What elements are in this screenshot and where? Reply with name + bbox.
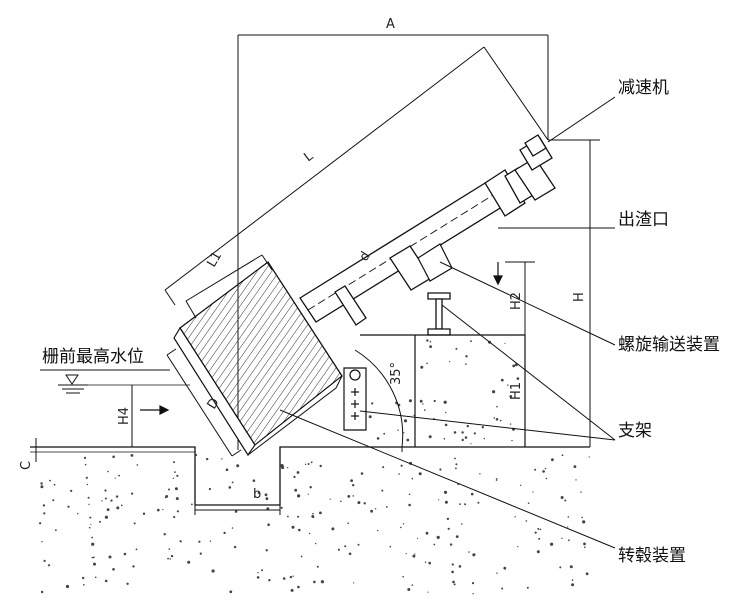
dim-L-text: L — [301, 148, 316, 165]
support-stand — [428, 293, 450, 335]
dim-H-text: H — [572, 292, 587, 302]
dim-angle-text: 35° — [389, 362, 404, 385]
dim-H2 — [505, 262, 535, 335]
water-level-symbol — [58, 375, 88, 393]
dim-b — [195, 505, 280, 515]
label-reducer: 减速机 — [618, 78, 669, 98]
flow-arrow — [140, 406, 168, 414]
drum-body — [174, 262, 342, 455]
channel-ground — [30, 447, 590, 505]
dim-L1-text: L1 — [204, 249, 225, 270]
dim-A-text: A — [386, 17, 395, 32]
outlet-arrow — [494, 262, 502, 284]
dim-C — [30, 438, 44, 462]
reducer-motor — [515, 135, 555, 200]
label-water-level: 栅前最高水位 — [42, 347, 144, 367]
platform — [360, 335, 525, 447]
drive-box — [344, 368, 366, 430]
dim-H1-text: H1 — [509, 382, 524, 400]
label-outlet: 出渣口 — [618, 210, 669, 230]
dim-b-text: b — [253, 487, 261, 502]
dim-H4-text: H4 — [117, 407, 132, 425]
angle-arc — [355, 350, 403, 452]
label-support: 支架 — [618, 421, 652, 441]
label-drum: 转毂装置 — [618, 546, 686, 566]
dim-H2-text: H2 — [509, 292, 524, 310]
dim-L — [165, 47, 548, 305]
label-screw: 螺旋输送装置 — [618, 335, 720, 355]
dim-D — [167, 349, 241, 456]
dim-C-text: C — [19, 461, 34, 470]
leader-lines — [280, 97, 615, 548]
dim-H — [548, 140, 600, 447]
screw-conveyor — [300, 168, 533, 325]
